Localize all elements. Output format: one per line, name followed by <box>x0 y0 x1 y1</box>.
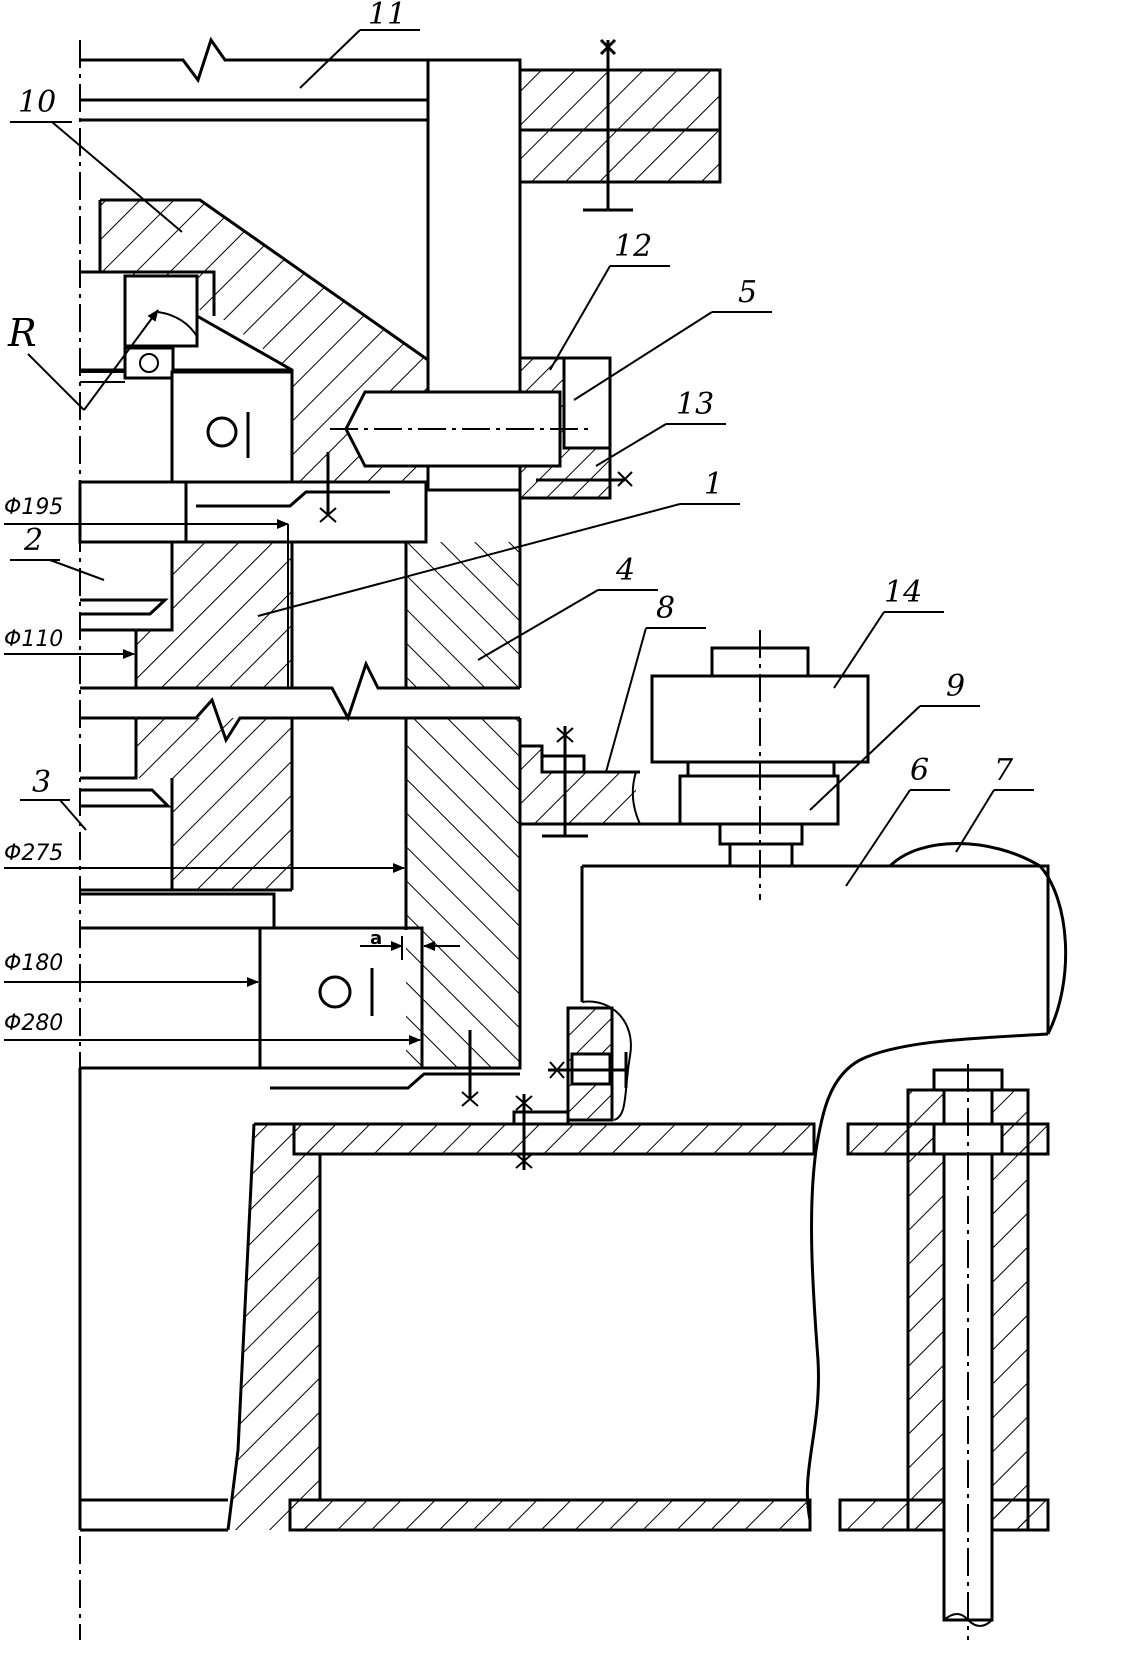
callout-12-text: 12 <box>614 229 652 264</box>
callout-4-text: 4 <box>615 553 635 588</box>
slider-block-lower <box>80 926 520 1107</box>
slider-block-upper <box>170 370 294 484</box>
callout-8-text: 8 <box>656 591 675 626</box>
callout-8: 8 <box>605 591 706 773</box>
callout-14-text: 14 <box>884 575 922 610</box>
callout-12: 12 <box>549 229 670 371</box>
callout-R: R <box>7 311 85 411</box>
gap-a-dimension <box>360 936 460 960</box>
callout-14: 14 <box>833 575 944 689</box>
dimension-d275: Φ275 <box>4 841 405 873</box>
callout-7: 7 <box>955 753 1034 853</box>
bolt-part-5 <box>330 356 633 500</box>
callout-3-text: 3 <box>32 765 51 800</box>
callout-13: 13 <box>595 387 726 467</box>
callout-1-text: 1 <box>704 467 723 502</box>
callout-10-text: 10 <box>18 85 56 120</box>
callout-2: 2 <box>10 523 105 581</box>
callout-10: 10 <box>10 85 183 233</box>
gap-a-label: a <box>370 928 382 949</box>
column-lower <box>406 542 520 688</box>
callout-9-text: 9 <box>946 669 965 704</box>
radius-arc <box>157 311 199 339</box>
body-part-1 <box>80 542 294 688</box>
callout-6: 6 <box>845 753 950 887</box>
dimension-d195-text: Φ195 <box>4 495 63 520</box>
radius-label: R <box>7 311 37 355</box>
lower-hub-part-3 <box>80 718 294 928</box>
callout-5-text: 5 <box>738 275 757 310</box>
callout-3: 3 <box>20 765 87 831</box>
dimension-d275-text: Φ275 <box>4 841 63 866</box>
callout-11-text: 11 <box>368 0 406 32</box>
body-part-6 <box>580 842 1068 1521</box>
callout-4: 4 <box>477 553 658 661</box>
small-bearing <box>80 346 175 383</box>
base-frame <box>78 1068 1050 1532</box>
callout-1: 1 <box>257 467 740 617</box>
dimension-d180-text: Φ180 <box>4 951 63 976</box>
callout-9: 9 <box>809 669 980 811</box>
dimension-d110-text: Φ110 <box>4 627 63 652</box>
dimension-d280-text: Φ280 <box>4 1011 63 1036</box>
callout-13-text: 13 <box>676 387 714 422</box>
callout-11: 11 <box>299 0 420 89</box>
callout-7-text: 7 <box>994 753 1014 788</box>
dimension-d195: Φ195 <box>4 495 289 688</box>
bracket-part-8 <box>518 726 680 838</box>
dimension-d110: Φ110 <box>4 627 135 659</box>
dimension-d280: Φ280 <box>4 1011 421 1045</box>
top-right-beam <box>518 38 722 212</box>
callout-5: 5 <box>573 275 772 401</box>
callout-2-text: 2 <box>23 523 43 558</box>
break-line <box>80 660 520 722</box>
column-bottom <box>406 718 520 1068</box>
dimension-d180: Φ180 <box>4 951 259 987</box>
tie-rod <box>906 1064 1030 1640</box>
callout-6-text: 6 <box>910 753 929 788</box>
radius-leader <box>83 309 159 411</box>
